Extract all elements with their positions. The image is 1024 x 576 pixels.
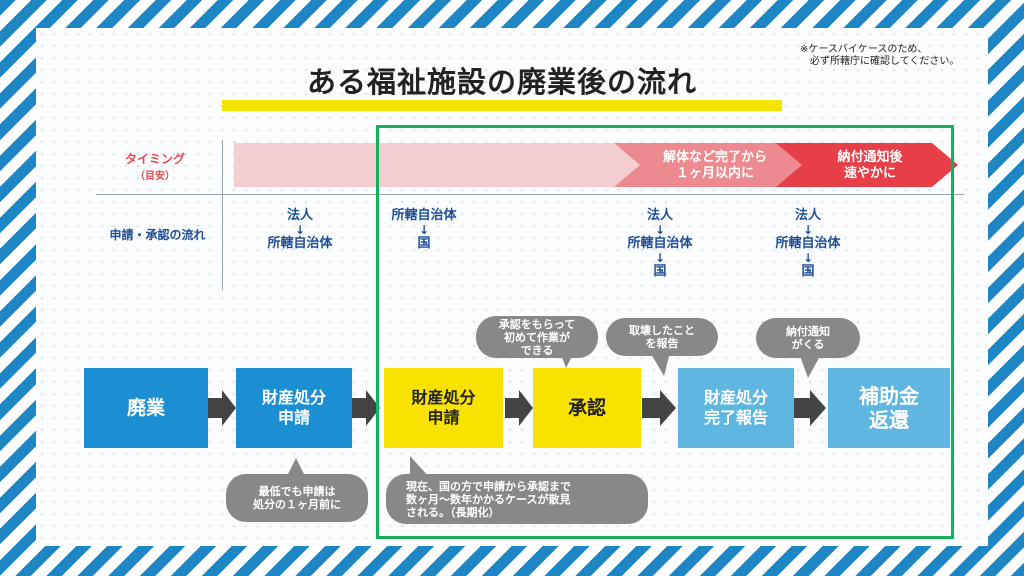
delay-bubble: 現在、国の方で申請から承認まで 数ヶ月～数年かかるケースが散見 される。（長期化… (386, 474, 648, 524)
route-text: 法人 (794, 208, 821, 223)
timing-text: 解体など完了から (662, 150, 767, 165)
row-divider (96, 194, 964, 195)
bubble-tail (410, 456, 430, 478)
timing-sublabel: （目安） (135, 171, 175, 182)
flow-arrow (352, 390, 380, 426)
step-label: 申請 (427, 408, 460, 427)
step-label: 申請 (277, 408, 310, 427)
step-completion-report: 財産処分 完了報告 (678, 368, 794, 448)
route-text: 法人 (286, 208, 313, 223)
route-arrow: ↓ (654, 251, 666, 265)
step-label: 財産処分 (261, 388, 326, 407)
route-arrow: ↓ (802, 251, 814, 265)
step-label: 完了報告 (703, 408, 768, 427)
route-arrow: ↓ (654, 223, 666, 237)
bubble-tail (800, 356, 820, 378)
flow-row-label: 申請・承認の流れ (109, 228, 206, 242)
bubble-text: 最低でも申請は (258, 485, 336, 498)
bubble-text: がくる (791, 338, 825, 351)
route-arrow: ↓ (418, 223, 430, 237)
route-2: 所轄自治体 ↓ 国 (374, 208, 474, 252)
title-underline (222, 100, 782, 111)
bubble-text: できる (520, 343, 554, 357)
timing-text: 納付通知後 (837, 150, 903, 165)
route-4: 法人 ↓ 所轄自治体 ↓ 国 (758, 208, 858, 280)
route-text: 国 (417, 236, 431, 251)
bubble-text: を報告 (645, 337, 679, 350)
flow-arrow (794, 390, 826, 426)
step-subsidy-return: 補助金 返還 (828, 368, 950, 448)
timing-row-label: タイミング （目安） (100, 150, 210, 182)
bubble-text: 承認をもらって (498, 317, 576, 331)
bubble-text: 取壊したこと (629, 324, 695, 337)
bubble-text: 現在、国の方で申請から承認まで (406, 479, 571, 493)
page-title: ある福祉施設の廃業後の流れ (306, 65, 697, 99)
route-3: 法人 ↓ 所轄自治体 ↓ 国 (610, 208, 710, 280)
timing-arrow-1 (614, 143, 808, 187)
step-disposal-application: 財産処分 申請 (236, 368, 352, 448)
bubble-text: 納付通知 (786, 325, 830, 338)
notice-bubble: 納付通知 がくる (756, 318, 860, 358)
step-label: 財産処分 (411, 388, 476, 407)
bubble-tail (650, 352, 670, 376)
route-text: 所轄自治体 (627, 236, 693, 251)
step-closure: 廃業 (84, 368, 208, 448)
bubble-text: 数ヶ月～数年かかるケースが散見 (406, 492, 571, 506)
disclaimer-note: ※ケースバイケースのため、 必ず所轄庁に確認してください。 (800, 44, 1000, 68)
column-divider (222, 140, 223, 290)
route-1: 法人 ↓ 所轄自治体 (250, 208, 350, 252)
step-approval: 承認 (533, 368, 641, 448)
bubble-tail (286, 458, 306, 478)
route-text: 所轄自治体 (391, 208, 457, 223)
flow-arrow (208, 390, 236, 426)
flow-arrow (642, 390, 676, 426)
step-label: 承認 (567, 397, 606, 419)
bubble-text: 初めて作業が (504, 330, 570, 344)
step-label: 返還 (869, 408, 909, 432)
bubble-text: 処分の１ヶ月前に (253, 498, 341, 511)
timing-arrow-1-label: 解体など完了から １ヶ月以内に (640, 150, 790, 182)
timing-arrow-2 (776, 143, 958, 187)
deadline-bubble: 最低でも申請は 処分の１ヶ月前に (226, 474, 368, 522)
note-line: ※ケースバイケースのため、 (800, 44, 928, 55)
timing-label: タイミング (124, 152, 185, 166)
step-label: 補助金 (859, 384, 919, 408)
note-line: 必ず所轄庁に確認してください。 (810, 56, 960, 67)
highlight-frame (376, 125, 954, 539)
slide-panel (36, 28, 988, 546)
flow-arrow (505, 390, 533, 426)
approval-bubble: 承認をもらって 初めて作業が できる (476, 316, 598, 358)
report-bubble: 取壊したこと を報告 (606, 318, 718, 356)
route-text: 所轄自治体 (775, 236, 841, 251)
step-label: 廃業 (126, 397, 165, 419)
timing-text: １ヶ月以内に (675, 166, 754, 181)
route-text: 法人 (646, 208, 673, 223)
step-disposal-application-national: 財産処分 申請 (384, 368, 503, 448)
route-text: 所轄自治体 (267, 236, 333, 251)
timing-arrow-2-label: 納付通知後 速やかに (800, 150, 940, 182)
timing-band (234, 143, 654, 187)
route-arrow: ↓ (294, 223, 306, 237)
route-text: 国 (801, 264, 815, 279)
step-label: 財産処分 (703, 388, 768, 407)
timing-text: 速やかに (843, 166, 896, 181)
route-text: 国 (653, 264, 667, 279)
route-arrow: ↓ (802, 223, 814, 237)
bubble-text: される。（長期化） (406, 505, 500, 519)
